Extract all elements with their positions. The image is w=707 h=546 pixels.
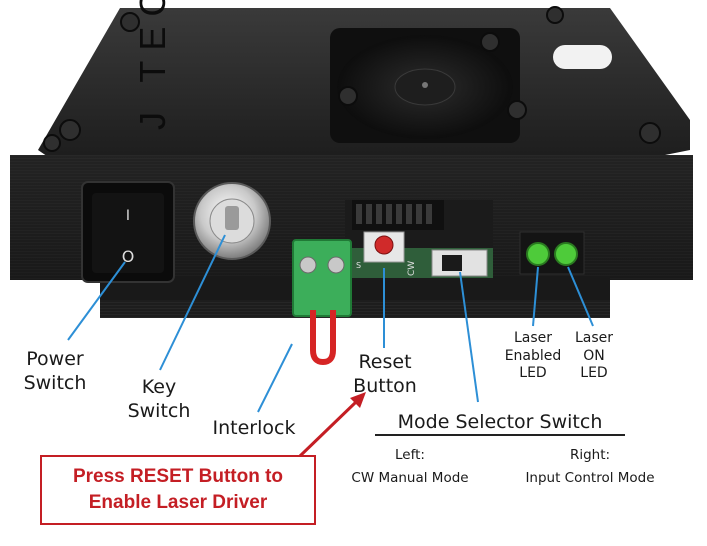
top-screws bbox=[43, 6, 661, 152]
reset-button[interactable] bbox=[363, 231, 405, 263]
pointer-laser-enabled bbox=[532, 266, 539, 327]
board-s-mark: S bbox=[356, 261, 361, 270]
laser-enabled-led-label: Laser Enabled LED bbox=[504, 330, 562, 381]
callout-arrow bbox=[298, 392, 366, 458]
power-switch-on-mark: I bbox=[126, 208, 130, 224]
power-switch-label: Power Switch bbox=[23, 348, 87, 394]
mode-right-description: Right: Input Control Mode bbox=[525, 447, 655, 486]
cable-slot bbox=[553, 45, 612, 69]
mode-selector-underline bbox=[375, 434, 625, 436]
pointer-mode-selector bbox=[459, 271, 479, 403]
pointer-lines bbox=[67, 234, 594, 413]
cooling-fan bbox=[330, 28, 520, 143]
callout-line-2: Enable Laser Driver bbox=[88, 492, 268, 513]
callout-line-1: Press RESET Button to bbox=[72, 466, 284, 488]
key-switch-label: Key Switch bbox=[127, 376, 191, 422]
pointer-key-switch bbox=[159, 234, 226, 371]
enclosure-top: J TECH bbox=[38, 0, 690, 165]
interlock-label: Interlock bbox=[212, 417, 296, 439]
reset-button-label: Reset Button bbox=[353, 351, 417, 397]
power-switch-off-mark: O bbox=[122, 247, 135, 266]
mode-selector-title: Mode Selector Switch bbox=[397, 411, 603, 433]
pointer-power-switch bbox=[67, 261, 126, 341]
laser-on-led bbox=[554, 242, 578, 266]
mode-selector-switch[interactable] bbox=[431, 249, 488, 277]
interlock-terminal[interactable] bbox=[292, 239, 352, 366]
pointer-laser-on bbox=[567, 266, 594, 327]
laser-on-led-label: Laser ON LED bbox=[574, 330, 614, 381]
power-switch[interactable]: I O bbox=[81, 181, 175, 283]
mode-left-description: Left: CW Manual Mode bbox=[351, 447, 469, 486]
key-switch[interactable] bbox=[193, 182, 271, 260]
board-cw-mark: CW bbox=[407, 261, 417, 276]
reset-instruction-callout: Press RESET Button to Enable Laser Drive… bbox=[40, 455, 316, 525]
laser-enabled-led bbox=[526, 242, 550, 266]
pointer-interlock bbox=[257, 343, 293, 413]
